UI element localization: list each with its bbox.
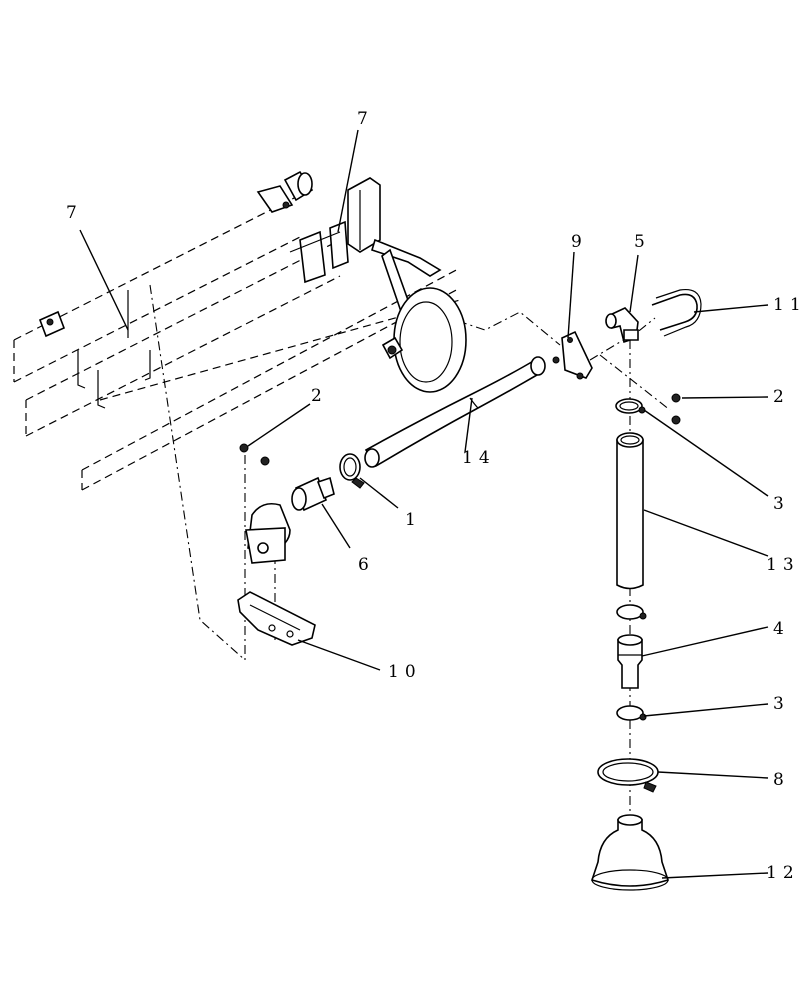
callout-9: 9 (571, 232, 588, 252)
callout-5: 5 (634, 232, 651, 252)
callout-6: 6 (358, 555, 375, 575)
callout-2-left: 2 (311, 386, 328, 406)
callout-4: 4 (773, 619, 790, 639)
bracket-part-9 (552, 330, 593, 380)
callout-7-left: 7 (66, 203, 83, 223)
vertical-drop-assembly (590, 340, 670, 891)
bracket-part-10 (237, 591, 316, 646)
nut-part-2 (239, 393, 681, 466)
callout-1: 1 (405, 510, 422, 530)
elbow-part-5 (605, 307, 639, 344)
fitting-part-6 (291, 476, 335, 512)
callout-12: 12 (766, 863, 800, 883)
callout-13: 13 (766, 555, 800, 575)
callout-2-right: 2 (773, 387, 790, 407)
gauge-wheel (381, 287, 467, 393)
hose-part-14 (364, 356, 546, 468)
callout-3-top: 3 (773, 494, 790, 514)
ubolt-part-11 (651, 288, 702, 337)
callout-7-top: 7 (357, 109, 374, 129)
callout-3-bottom: 3 (773, 694, 790, 714)
callout-14: 14 (462, 448, 496, 468)
leader-lines (79, 129, 769, 879)
callout-10: 10 (388, 662, 422, 682)
callout-labels: 7 7 9 5 11 2 2 14 1 3 6 13 4 10 3 8 12 (66, 109, 807, 883)
frame-hardware (38, 170, 442, 409)
valve-assembly (245, 502, 291, 564)
clamp-part-1 (339, 453, 365, 489)
callout-11: 11 (773, 295, 807, 315)
callout-8: 8 (773, 770, 790, 790)
